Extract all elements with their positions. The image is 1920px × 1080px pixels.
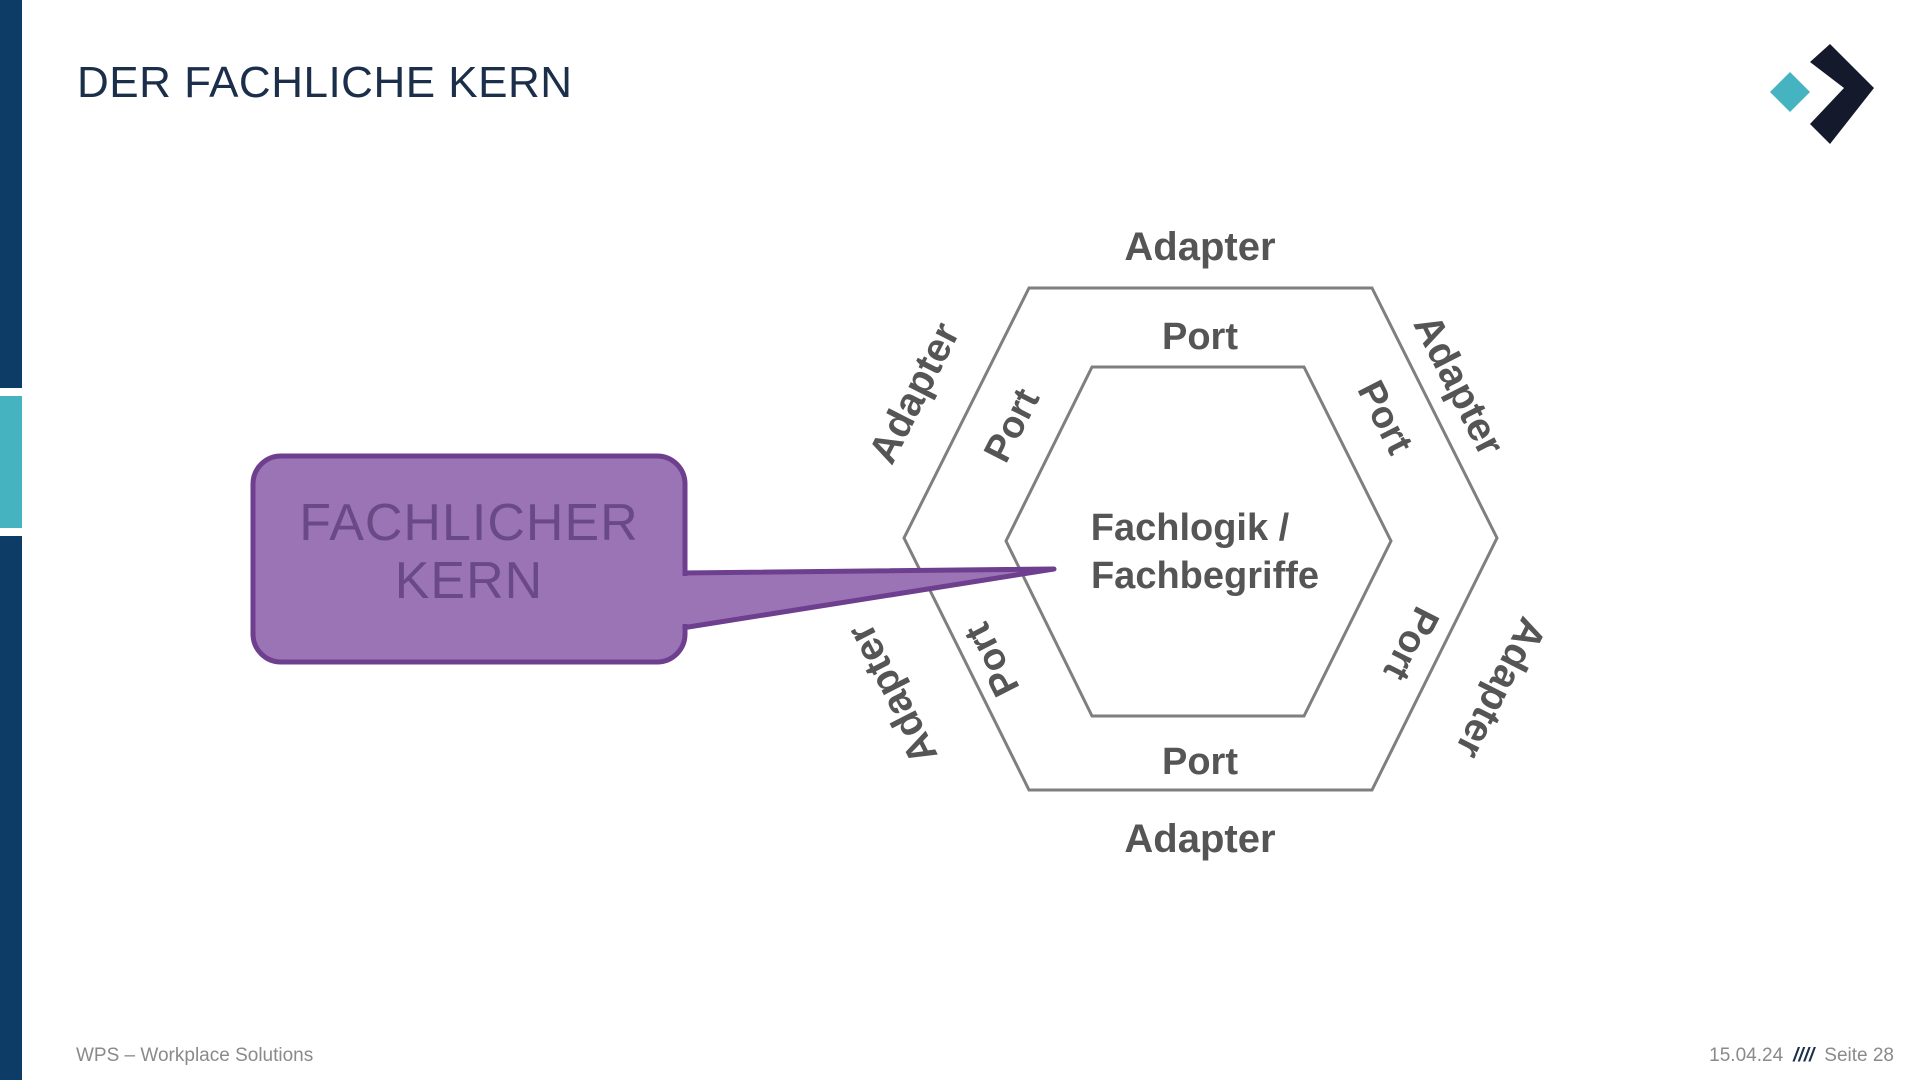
wps-logo-icon: [1770, 44, 1874, 144]
adapter-label-bottom-left: Adapter: [839, 617, 947, 772]
core-label-line-2: Fachbegriffe: [1091, 555, 1319, 597]
port-label-bottom-right: Port: [1375, 600, 1447, 687]
port-label-bottom-left: Port: [956, 616, 1028, 703]
adapter-label-top: Adapter: [1124, 225, 1275, 269]
adapter-label-bottom-right: Adapter: [1447, 611, 1555, 766]
side-bar-top: [0, 0, 22, 388]
side-bar-accent: [0, 396, 22, 528]
port-label-top-left: Port: [976, 382, 1048, 469]
footer-company: WPS – Workplace Solutions: [76, 1045, 314, 1066]
adapter-hexagon: [902, 286, 1499, 792]
port-hexagon: [1004, 365, 1393, 718]
port-label-bottom: Port: [1162, 741, 1238, 783]
footer-date: 15.04.24: [1709, 1045, 1784, 1066]
adapter-label-top-left: Adapter: [861, 316, 969, 471]
callout-line-2: KERN: [395, 552, 543, 610]
side-bar-bottom: [0, 536, 22, 1080]
port-label-top: Port: [1162, 316, 1238, 358]
port-label-top-right: Port: [1349, 374, 1421, 461]
footer-page-number: Seite 28: [1824, 1045, 1894, 1066]
callout-line-1: FACHLICHER: [299, 494, 638, 552]
footer-meta: 15.04.24 //// Seite 28: [1709, 1045, 1894, 1067]
callout-tail: [679, 566, 1057, 631]
slide-title: DER FACHLICHE KERN: [77, 58, 573, 107]
core-label-line-1: Fachlogik /: [1091, 507, 1290, 549]
footer-separator: ////: [1793, 1045, 1815, 1066]
callout-box: [250, 453, 688, 665]
adapter-label-bottom: Adapter: [1124, 817, 1275, 861]
